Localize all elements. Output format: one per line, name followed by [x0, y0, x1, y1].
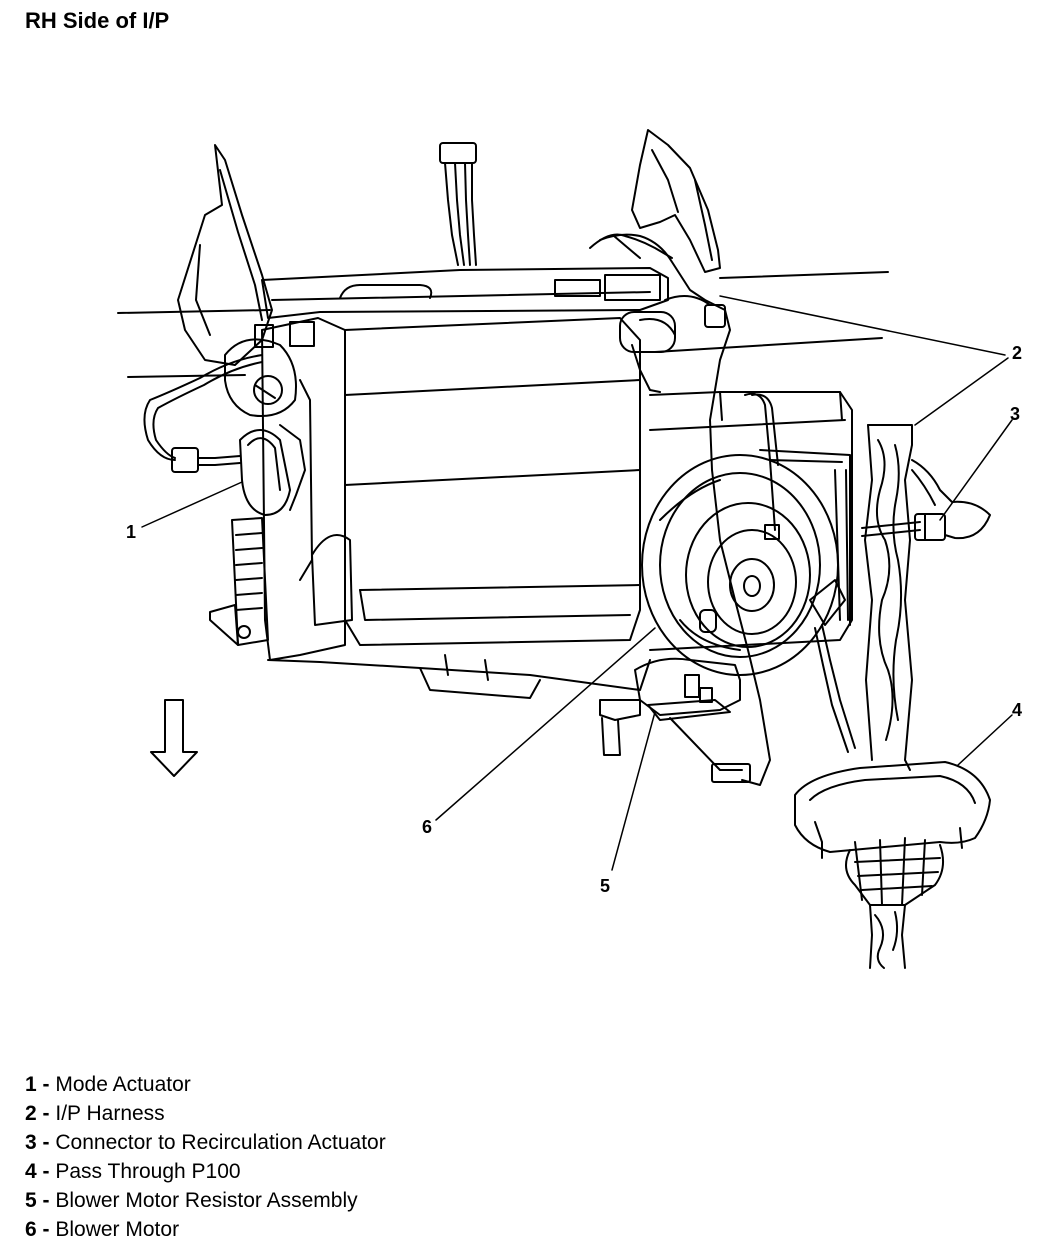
legend-item: 1 - Mode Actuator — [25, 1070, 386, 1099]
legend-text: Blower Motor — [55, 1218, 180, 1241]
legend-text: Mode Actuator — [55, 1073, 191, 1096]
legend-text: Connector to Recirculation Actuator — [55, 1131, 386, 1154]
legend-number: 1 — [25, 1073, 37, 1096]
left-side-module — [209, 517, 269, 646]
legend-number: 6 — [25, 1218, 37, 1241]
left-dash-bracket — [177, 144, 273, 366]
legend-item: 4 - Pass Through P100 — [25, 1157, 386, 1186]
legend-separator: - — [36, 1073, 56, 1096]
mode-actuator — [224, 321, 315, 516]
legend: 1 - Mode Actuator 2 - I/P Harness 3 - Co… — [25, 1070, 386, 1244]
legend-separator: - — [36, 1160, 56, 1183]
left-harness — [143, 354, 263, 473]
legend-text: Blower Motor Resistor Assembly — [55, 1189, 358, 1212]
top-wire-bundle — [439, 142, 477, 266]
pass-through-grommet — [794, 761, 991, 969]
legend-number: 2 — [25, 1102, 37, 1125]
legend-number: 4 — [25, 1160, 37, 1183]
callout-4: 4 — [1012, 700, 1022, 720]
blower-motor-resistor — [634, 657, 751, 783]
legend-item: 2 - I/P Harness — [25, 1099, 386, 1128]
blower-motor — [641, 454, 846, 676]
callout-6: 6 — [422, 817, 432, 837]
legend-item: 6 - Blower Motor — [25, 1215, 386, 1244]
legend-separator: - — [36, 1189, 56, 1212]
legend-item: 5 - Blower Motor Resistor Assembly — [25, 1186, 386, 1215]
ip-harness-right — [589, 233, 771, 786]
legend-separator: - — [36, 1102, 56, 1125]
callout-2: 2 — [1012, 343, 1022, 363]
dash-reference-lines — [117, 271, 889, 378]
callout-1: 1 — [126, 522, 136, 542]
legend-text: Pass Through P100 — [55, 1160, 241, 1183]
blower-housing — [649, 391, 853, 651]
harness-connector-2 — [619, 311, 676, 393]
legend-number: 3 — [25, 1131, 37, 1154]
legend-item: 3 - Connector to Recirculation Actuator — [25, 1128, 386, 1157]
legend-text: I/P Harness — [55, 1102, 165, 1125]
legend-separator: - — [36, 1131, 56, 1154]
legend-separator: - — [36, 1218, 56, 1241]
right-dash-bracket — [631, 129, 721, 273]
down-arrow-icon — [150, 699, 198, 777]
hvac-case — [261, 267, 669, 756]
diagram-title: RH Side of I/P — [25, 8, 170, 33]
leader-lines — [141, 295, 1013, 871]
vertical-harness — [861, 424, 991, 771]
blower-pigtail — [744, 392, 856, 753]
legend-number: 5 — [25, 1189, 37, 1212]
callout-3: 3 — [1010, 404, 1020, 424]
callout-5: 5 — [600, 876, 610, 896]
recirculation-connector — [914, 513, 946, 541]
